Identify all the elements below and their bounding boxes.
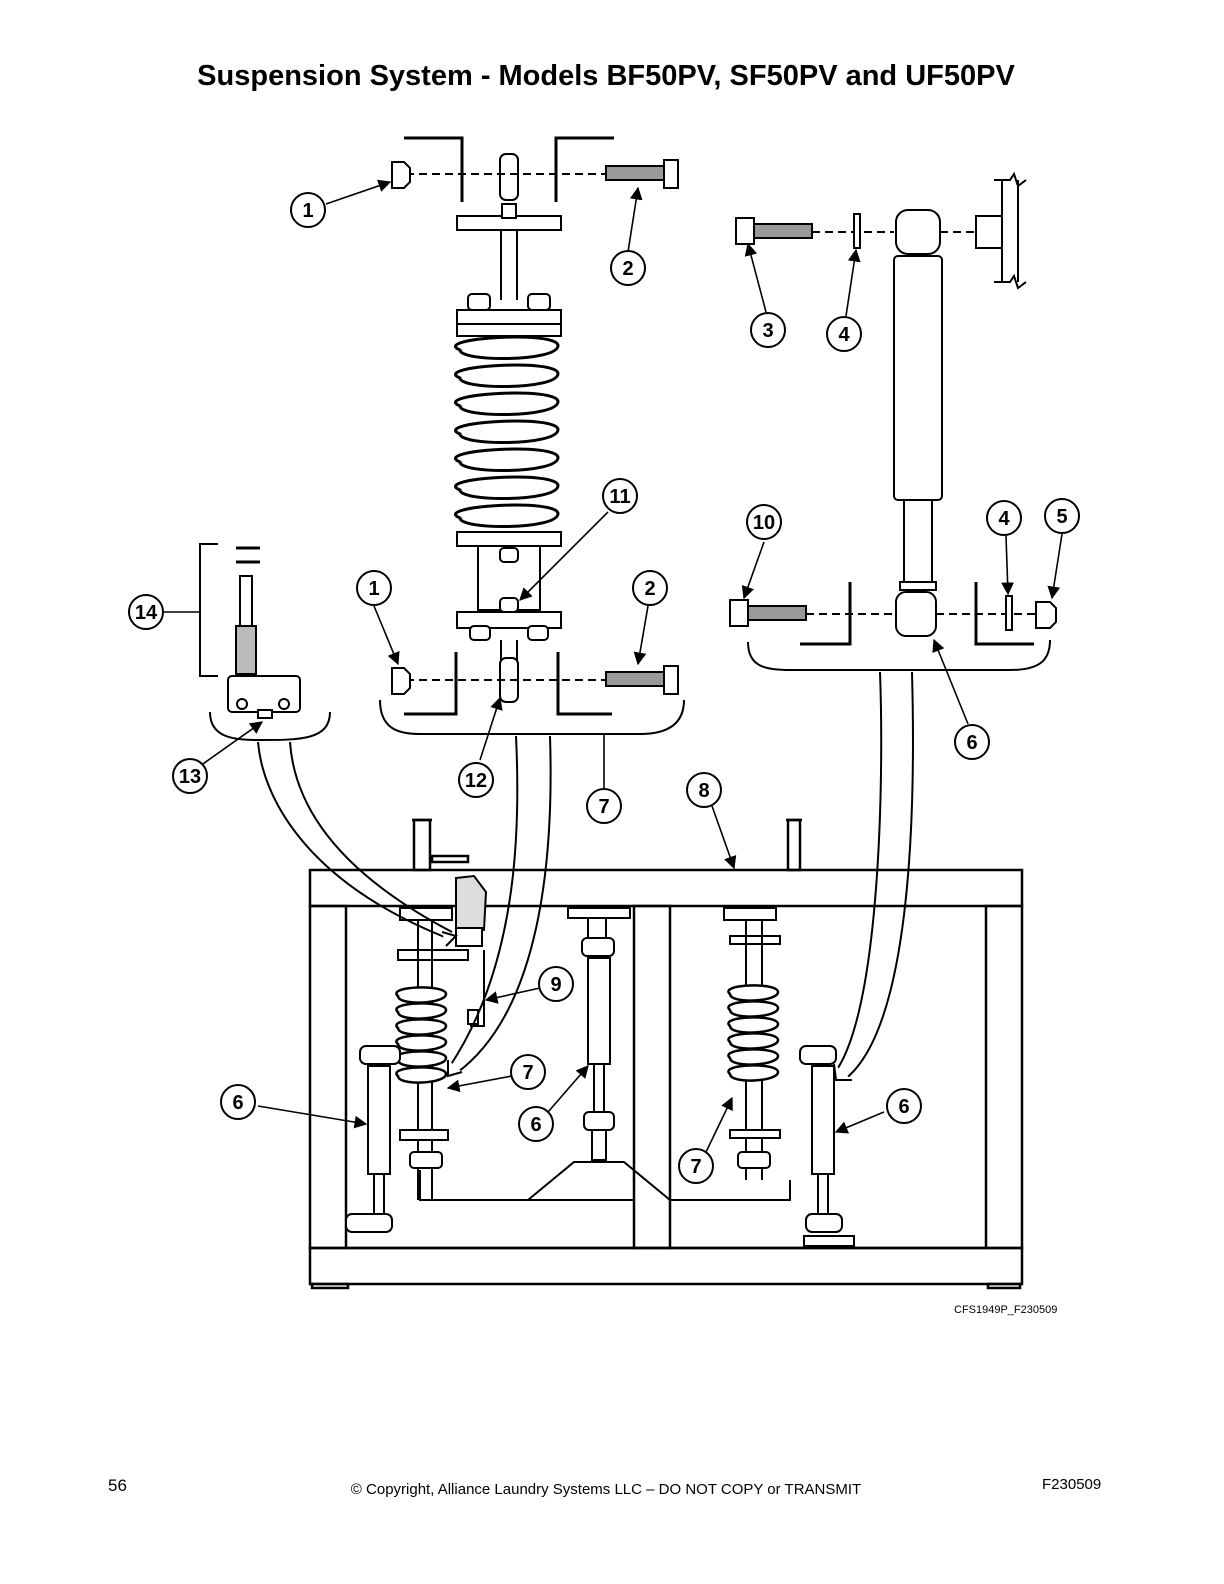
callout-number: 4 [998, 508, 1010, 530]
callout-number: 6 [530, 1114, 541, 1136]
callout-number: 11 [609, 486, 630, 508]
assembled-spring-right [670, 907, 791, 1201]
callout-number: 9 [550, 974, 561, 996]
spring-assembly-exploded [379, 136, 685, 735]
callout-number: 7 [522, 1062, 533, 1084]
callout-number: 6 [232, 1092, 243, 1114]
page-number: 56 [108, 1476, 127, 1495]
assembled-shocks-sides [345, 1045, 855, 1247]
callout-number: 2 [622, 258, 633, 280]
callout-number: 1 [302, 200, 313, 222]
machine-frame [308, 818, 1024, 1290]
callout-circles [128, 192, 1080, 1184]
callout-number: 6 [898, 1096, 909, 1118]
callout-number: 5 [1056, 506, 1067, 528]
switch-assembly-exploded [199, 543, 331, 742]
callout-number: 8 [698, 780, 709, 802]
assembled-shock-center [527, 907, 671, 1201]
callout-number: 13 [179, 766, 201, 788]
figure-code: CFS1949P_F230509 [954, 1304, 1058, 1316]
callout-number: 1 [368, 578, 379, 600]
callout-number: 7 [598, 796, 609, 818]
callout-number: 4 [838, 324, 850, 346]
callout-number: 2 [644, 578, 655, 600]
callout-number: 12 [465, 770, 487, 792]
leader-lines [164, 179, 1063, 1153]
callout-numbers: 1 2 3 4 10 4 5 14 1 2 11 6 13 12 7 8 9 7… [135, 200, 1068, 1178]
callout-number: 6 [966, 732, 977, 754]
document-code: F230509 [1042, 1476, 1102, 1493]
callout-number: 14 [135, 602, 158, 624]
shock-absorber-exploded [729, 171, 1057, 671]
callout-number: 7 [690, 1156, 701, 1178]
assembly-flow-arrows [257, 671, 914, 1081]
copyright-notice: © Copyright, Alliance Laundry Systems LL… [350, 1481, 862, 1498]
page-title: Suspension System - Models BF50PV, SF50P… [197, 60, 1015, 92]
callout-number: 3 [762, 320, 773, 342]
callout-number: 10 [753, 512, 775, 534]
